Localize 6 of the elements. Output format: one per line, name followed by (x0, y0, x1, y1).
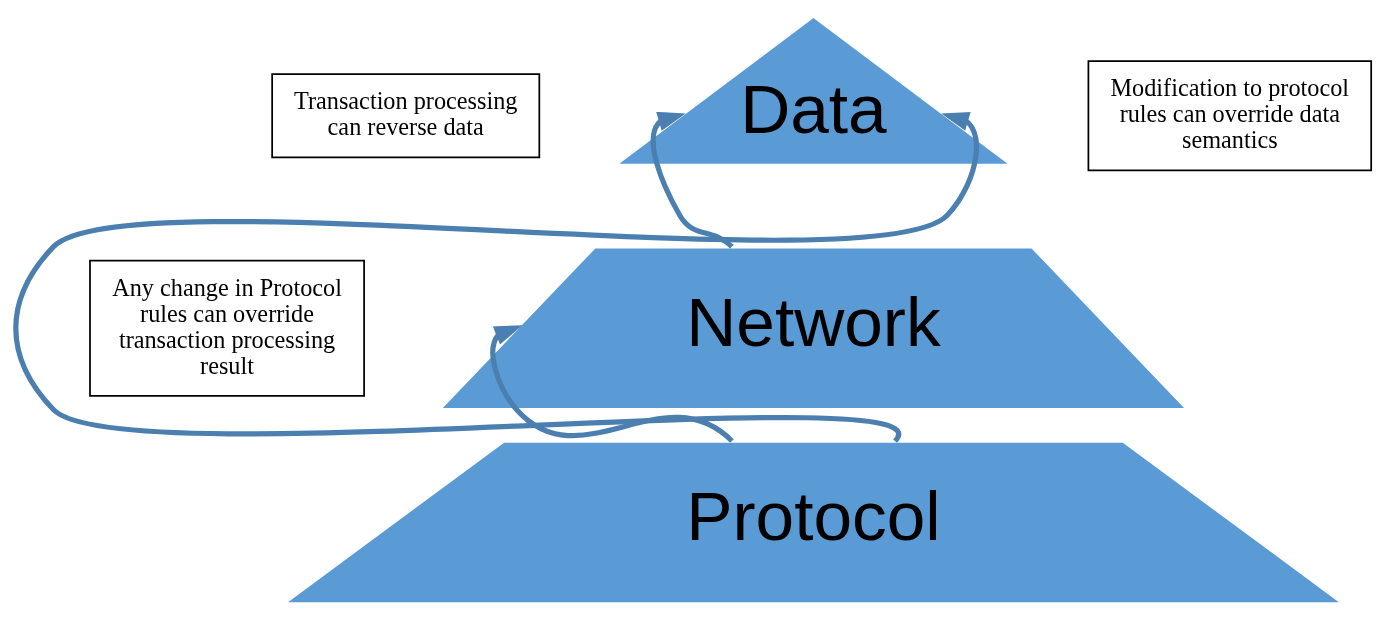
node-box: Transaction processing can reverse data (271, 72, 541, 158)
arrow (13, 111, 979, 442)
arrow (490, 324, 734, 443)
node-box: Modification to protocol rules can override data semantics (1087, 59, 1373, 171)
arrow (650, 111, 734, 249)
node-box: Any change in Protocol rules can override transaction processing result (89, 259, 365, 397)
